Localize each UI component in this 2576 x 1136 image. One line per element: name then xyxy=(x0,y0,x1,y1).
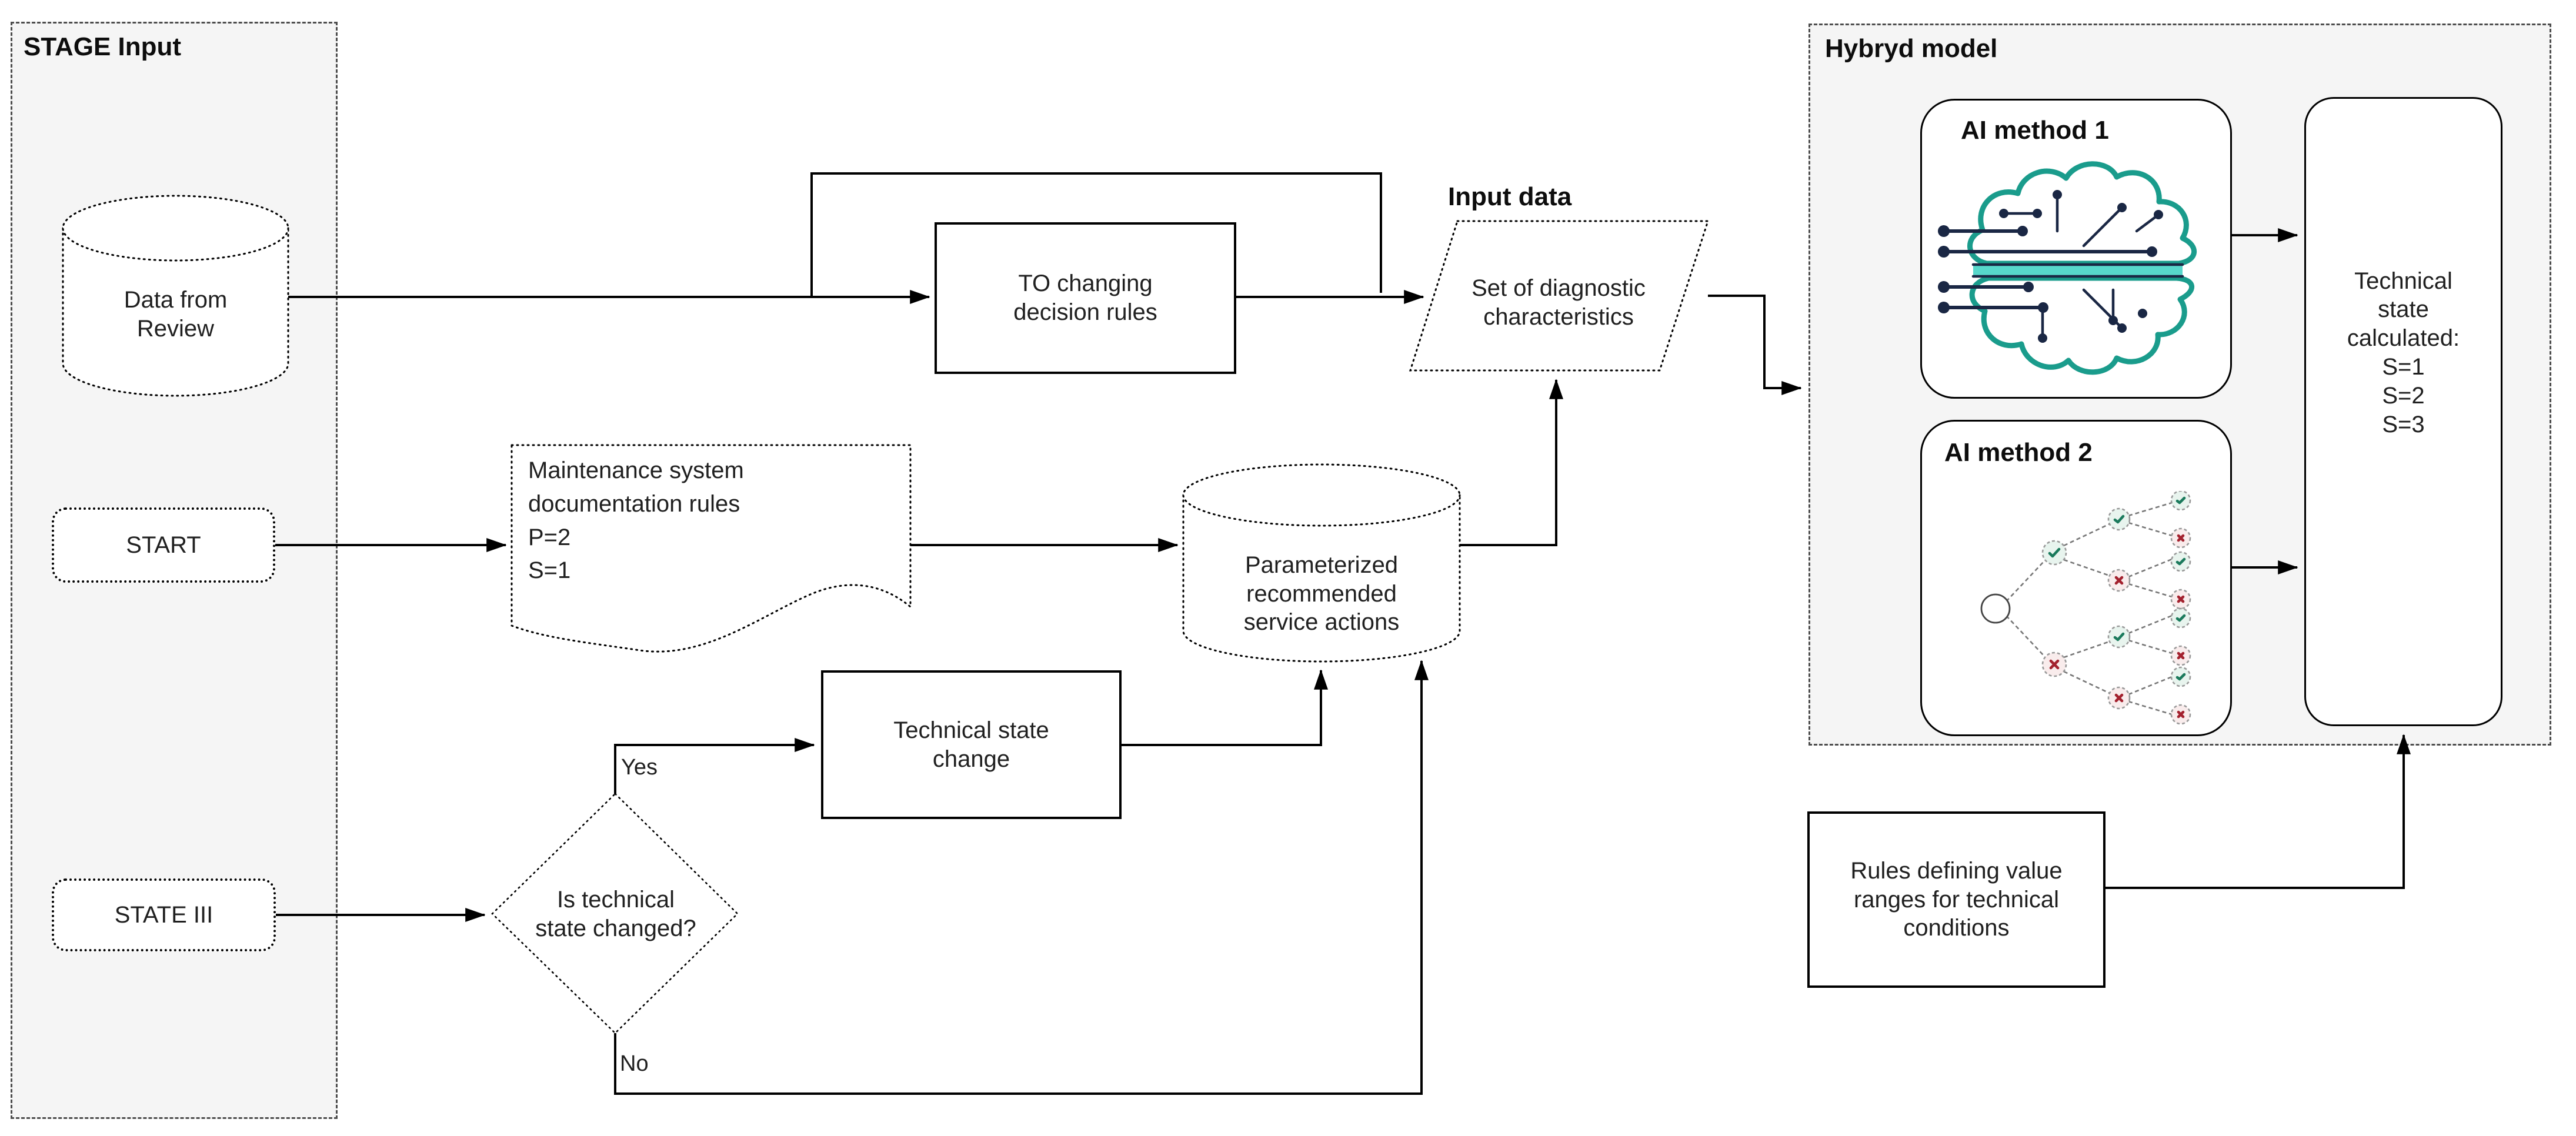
technical-state-calculated-label: Technical state calculated: S=1 S=2 S=3 xyxy=(2347,268,2460,437)
maintenance-document-shape xyxy=(510,444,912,653)
no-edge-label: No xyxy=(620,1051,649,1076)
edge-ranges-to-state xyxy=(2105,734,2411,889)
ai-method-1-title: AI method 1 xyxy=(1961,116,2109,145)
parameterized-label: Parameterized recommended service action… xyxy=(1243,552,1400,636)
edge-param-to-set xyxy=(1460,379,1563,546)
decision-tree-icon xyxy=(1980,491,2191,725)
ai-method-2-box: AI method 2 xyxy=(1920,420,2232,736)
brain-circuit-icon xyxy=(1938,161,2197,375)
tree-leaf-check-icon xyxy=(2170,666,2191,687)
yes-edge-label: Yes xyxy=(621,755,658,780)
stage-input-title: STAGE Input xyxy=(24,32,182,61)
tree-node-cross-icon xyxy=(2041,651,2067,677)
to-changing-label: TO changing decision rules xyxy=(1013,270,1157,325)
rules-defining-label: Rules defining value ranges for technica… xyxy=(1850,857,2063,941)
tree-leaf-check-icon xyxy=(2170,607,2191,629)
edge-no xyxy=(614,660,1429,1095)
edge-set-to-hybryd xyxy=(1708,295,1802,395)
edge-change-to-param xyxy=(1122,669,1328,746)
tree-leaf-cross-icon xyxy=(2170,645,2191,666)
decision-diamond xyxy=(491,793,739,1034)
tree-leaf-cross-icon xyxy=(2170,704,2191,725)
edge-yes xyxy=(614,738,815,794)
tree-root-node xyxy=(1980,593,2011,624)
state-iii-node: STATE III xyxy=(52,878,276,951)
tree-leaf-check-icon xyxy=(2170,491,2191,511)
technical-state-calculated-box: Technical state calculated: S=1 S=2 S=3 xyxy=(2304,97,2502,726)
tree-node-check-icon xyxy=(2041,540,2067,566)
data-from-review-cylinder xyxy=(62,195,289,397)
brain-band xyxy=(1973,266,2183,275)
start-label: START xyxy=(126,532,201,558)
input-data-title: Input data xyxy=(1448,182,1572,211)
tree-leaf-check-icon xyxy=(2170,551,2191,572)
set-of-diagnostic-label: Set of diagnostic characteristics xyxy=(1471,275,1646,330)
tree-leaf-cross-icon xyxy=(2170,589,2191,610)
data-from-review-label: Data from Review xyxy=(124,287,228,342)
hybryd-model-title: Hybryd model xyxy=(1825,34,1998,63)
technical-state-change-label: Technical state change xyxy=(893,717,1049,772)
tree-node-cross-icon xyxy=(2107,686,2131,710)
tree-node-check-icon xyxy=(2107,507,2131,531)
parameterized-cylinder xyxy=(1182,463,1461,663)
tree-node-cross-icon xyxy=(2107,569,2131,592)
set-of-diagnostic-parallelogram xyxy=(1409,220,1710,372)
start-node: START xyxy=(52,507,275,583)
is-changed-label: Is technical state changed? xyxy=(535,887,696,941)
tree-node-check-icon xyxy=(2107,625,2131,649)
technical-state-change-box: Technical state change xyxy=(821,670,1122,819)
ai-method-1-box: AI method 1 xyxy=(1920,99,2232,399)
ai-method-2-title: AI method 2 xyxy=(1944,438,2093,467)
state-iii-label: STATE III xyxy=(114,901,213,928)
to-changing-box: TO changing decision rules xyxy=(935,222,1236,374)
maintenance-rules-label: Maintenance system documentation rules P… xyxy=(528,457,744,584)
rules-defining-box: Rules defining value ranges for technica… xyxy=(1807,811,2105,988)
tree-leaf-cross-icon xyxy=(2170,527,2191,549)
edge-top-bypass xyxy=(810,172,1382,297)
